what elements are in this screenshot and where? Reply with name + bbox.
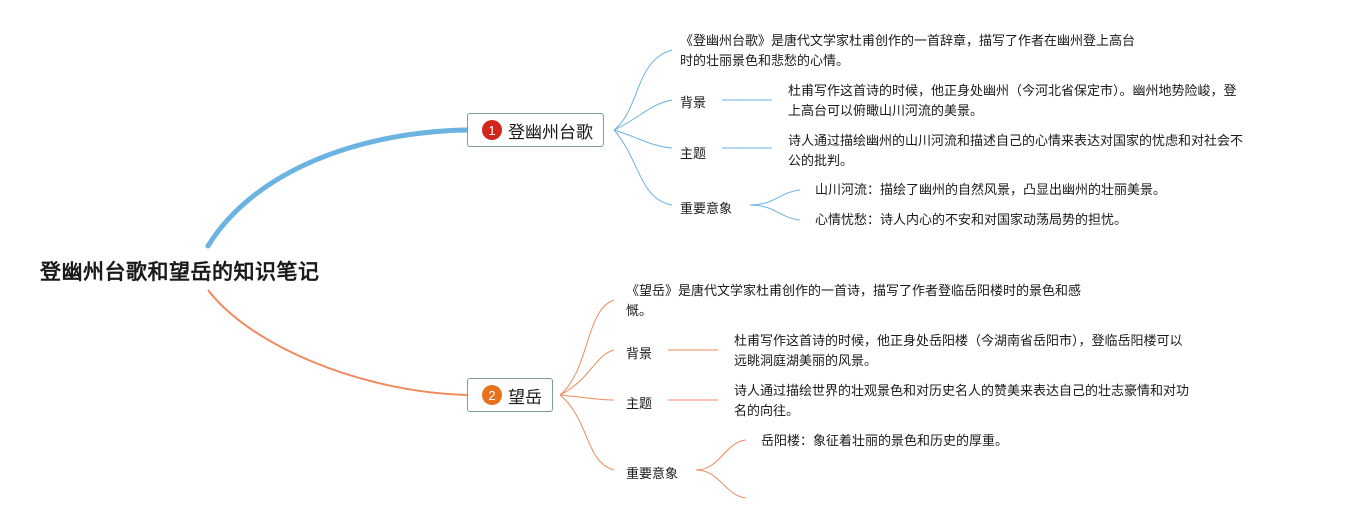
branch-label: 登幽州台歌	[508, 122, 593, 143]
theme-line: 公的批判。	[788, 154, 854, 169]
branch-node-1[interactable]: 1 登幽州台歌	[467, 113, 604, 147]
topic-imagery[interactable]: 重要意象	[680, 202, 733, 217]
theme-line: 诗人通过描绘幽州的山川河流和描述自己的心情来表达对国家的忧虑和对社会不	[788, 134, 1244, 149]
topic-theme[interactable]: 主题	[680, 147, 707, 162]
imagery-item[interactable]: 心情忧愁：诗人内心的不安和对国家动荡局势的担忧。	[815, 213, 1128, 228]
background-line: 远眺洞庭湖美丽的风景。	[734, 354, 878, 369]
theme-note[interactable]: 诗人通过描绘幽州的山川河流和描述自己的心情来表达对国家的忧虑和对社会不 公的批判…	[788, 132, 1243, 172]
topic-theme[interactable]: 主题	[626, 397, 653, 412]
summary-line: 慨。	[626, 304, 653, 319]
branch-node-2[interactable]: 2 望岳	[467, 378, 553, 412]
branch2-child-lines	[559, 299, 747, 499]
summary-line: 《登幽州台歌》是唐代文学家杜甫创作的一首辞章，描写了作者在幽州登上高台	[680, 34, 1136, 49]
background-line: 上高台可以俯瞰山川河流的美景。	[788, 104, 984, 119]
background-line: 杜甫写作这首诗的时候，他正身处幽州（今河北省保定市）。幽州地势险峻，登	[788, 84, 1237, 99]
branch-label: 望岳	[508, 387, 542, 408]
topic-background[interactable]: 背景	[626, 347, 653, 362]
imagery-item[interactable]: 山川河流：描绘了幽州的自然风景，凸显出幽州的壮丽美景。	[815, 183, 1167, 198]
theme-line: 名的向往。	[734, 404, 800, 419]
topic-background[interactable]: 背景	[680, 96, 707, 111]
number-badge-icon: 2	[482, 385, 502, 405]
branch1-child-lines	[613, 49, 801, 221]
imagery-item[interactable]: 岳阳楼：象征着壮丽的景色和历史的厚重。	[761, 434, 1009, 449]
root-to-branch1-line	[205, 127, 470, 249]
theme-line: 诗人通过描绘世界的壮观景色和对历史名人的赞美来表达自己的壮志豪情和对功	[734, 384, 1190, 399]
root-to-branch2-line	[207, 289, 468, 396]
topic-imagery[interactable]: 重要意象	[626, 467, 679, 482]
summary-line: 《望岳》是唐代文学家杜甫创作的一首诗，描写了作者登临岳阳楼时的景色和感	[626, 284, 1082, 299]
background-line: 杜甫写作这首诗的时候，他正身处岳阳楼（今湖南省岳阳市），登临岳阳楼可以	[734, 334, 1183, 349]
background-note[interactable]: 杜甫写作这首诗的时候，他正身处岳阳楼（今湖南省岳阳市），登临岳阳楼可以 远眺洞庭…	[734, 332, 1183, 372]
summary-note[interactable]: 《望岳》是唐代文学家杜甫创作的一首诗，描写了作者登临岳阳楼时的景色和感 慨。	[626, 282, 1081, 322]
summary-line: 时的壮丽景色和悲愁的心情。	[680, 54, 850, 69]
number-badge-icon: 1	[482, 120, 502, 140]
root-title[interactable]: 登幽州台歌和望岳的知识笔记	[40, 260, 320, 284]
theme-note[interactable]: 诗人通过描绘世界的壮观景色和对历史名人的赞美来表达自己的壮志豪情和对功 名的向往…	[734, 382, 1189, 422]
summary-note[interactable]: 《登幽州台歌》是唐代文学家杜甫创作的一首辞章，描写了作者在幽州登上高台 时的壮丽…	[680, 32, 1135, 72]
background-note[interactable]: 杜甫写作这首诗的时候，他正身处幽州（今河北省保定市）。幽州地势险峻，登 上高台可…	[788, 82, 1237, 122]
